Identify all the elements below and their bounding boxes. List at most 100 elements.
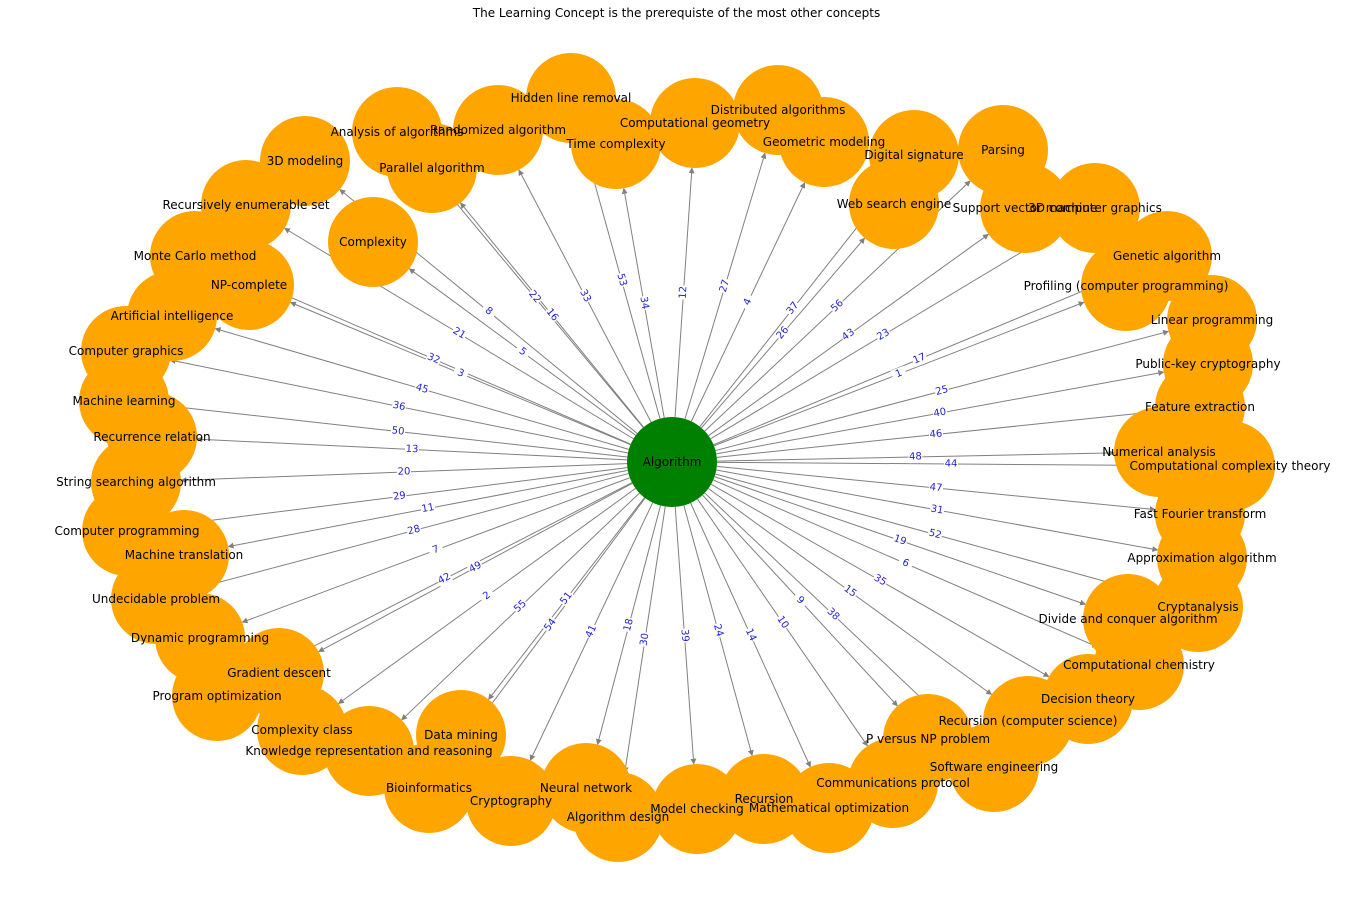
edge-label: 8: [483, 305, 495, 318]
node-label: Gradient descent: [227, 666, 331, 680]
edge-label: 43: [840, 327, 857, 343]
edge-label-bg: [638, 631, 652, 648]
edge-label: 45: [414, 382, 429, 396]
node-label: P versus NP problem: [866, 732, 990, 746]
edge-label: 11: [421, 502, 436, 515]
node-complexity: [328, 197, 418, 287]
node-label: Algorithm design: [567, 810, 669, 824]
edge-label: 16: [544, 307, 561, 324]
node-label: Approximation algorithm: [1127, 551, 1276, 565]
node-label: Undecidable problem: [92, 592, 220, 606]
edge-label-bg: [479, 302, 498, 321]
node-label: Bioinformatics: [386, 781, 472, 795]
edge-label: 21: [451, 326, 468, 342]
edge-label: 32: [425, 351, 441, 366]
center-node-label: Algorithm: [643, 455, 702, 469]
edge-label-bg: [391, 489, 408, 504]
edge-label: 23: [875, 327, 892, 343]
node-label: Mathematical optimization: [749, 801, 909, 815]
edge-label-bg: [839, 326, 858, 344]
node-cryptography: [466, 756, 556, 846]
edge-label: 20: [397, 466, 410, 477]
node-label: Cryptography: [470, 794, 552, 808]
edge-label: 42: [436, 571, 452, 587]
node-model-checking: [652, 764, 742, 854]
node-label: Software engineering: [930, 760, 1059, 774]
edge-label: 25: [934, 384, 949, 398]
edge-label-bg: [928, 427, 944, 442]
node-label: Profiling (computer programming): [1024, 279, 1229, 293]
node-label: Fast Fourier transform: [1134, 507, 1267, 521]
node-bioinformatics: [384, 743, 474, 833]
edge-label-bg: [427, 541, 445, 559]
edge-label-bg: [557, 589, 576, 608]
edge-label: 49: [467, 560, 483, 576]
edge-label-bg: [929, 502, 945, 518]
edge-label: 54: [542, 617, 558, 634]
edge-label-bg: [926, 526, 944, 543]
edge-label: 17: [912, 351, 928, 366]
edge-label: 18: [622, 617, 636, 632]
node-label: Hidden line removal: [511, 91, 632, 105]
node-profiling-computer-programming: [1081, 241, 1171, 331]
edge-label: 41: [584, 623, 599, 639]
node-randomized-algorithm: [453, 85, 543, 175]
edge-label: 13: [405, 444, 418, 456]
node-label: Monte Carlo method: [134, 249, 257, 263]
node-3d-computer-graphics: [1050, 163, 1140, 253]
edge-label-bg: [773, 613, 792, 632]
node-cryptanalysis: [1153, 562, 1243, 652]
edge-label: 35: [872, 573, 889, 589]
edge-label: 46: [929, 428, 943, 440]
edge-label: 4: [742, 297, 755, 307]
node-label: Decision theory: [1041, 692, 1135, 706]
node-label: Public-key cryptography: [1135, 357, 1280, 371]
edge-label-bg: [710, 622, 726, 639]
edge-label-bg: [932, 405, 948, 421]
edge-label-bg: [933, 383, 951, 399]
node-label: Model checking: [650, 802, 744, 816]
node-label: Parsing: [981, 143, 1025, 157]
edge-label: 22: [526, 289, 543, 306]
edge-label: 6: [900, 557, 910, 570]
edge-label-bg: [783, 299, 803, 318]
edge-label: 44: [945, 458, 958, 469]
node-support-vector-machine: [980, 163, 1070, 253]
node-label: Recursion (computer science): [939, 714, 1118, 728]
node-web-search-engine: [849, 159, 939, 249]
edge-label-bg: [390, 424, 406, 439]
node-label: Support vector machine: [953, 201, 1098, 215]
edge-label: 24: [711, 623, 725, 638]
edge-label-bg: [717, 277, 733, 295]
edge-label: 51: [558, 590, 574, 607]
edge-label-bg: [739, 293, 757, 311]
node-program-optimization: [172, 651, 262, 741]
edge-label-bg: [773, 323, 793, 343]
node-label: Data mining: [424, 728, 498, 742]
edge-label: 52: [927, 528, 942, 542]
edge-label: 15: [842, 583, 859, 599]
edge-label-bg: [466, 558, 485, 577]
node-time-complexity: [571, 99, 661, 189]
node-label: Computer graphics: [69, 344, 184, 358]
node-label: Artificial intelligence: [111, 309, 234, 323]
edge-label: 26: [775, 325, 792, 342]
node-label: Randomized algorithm: [430, 123, 566, 137]
edge-label-bg: [576, 287, 594, 305]
node-label: Complexity class: [251, 723, 352, 737]
edge-label: 50: [391, 425, 405, 437]
node-algorithm-design: [573, 772, 663, 862]
edge-label-bg: [413, 381, 431, 397]
edge-label-bg: [420, 501, 436, 516]
node-label: NP-complete: [211, 278, 287, 292]
edge-label-bg: [742, 626, 759, 644]
edge-label-bg: [583, 622, 600, 641]
edge-label: 10: [774, 614, 790, 631]
node-label: Web search engine: [837, 197, 952, 211]
edge-label: 12: [678, 286, 690, 299]
edge-label: 2: [481, 590, 493, 603]
node-label: Computer programming: [55, 524, 200, 538]
edge-label: 36: [392, 400, 407, 413]
